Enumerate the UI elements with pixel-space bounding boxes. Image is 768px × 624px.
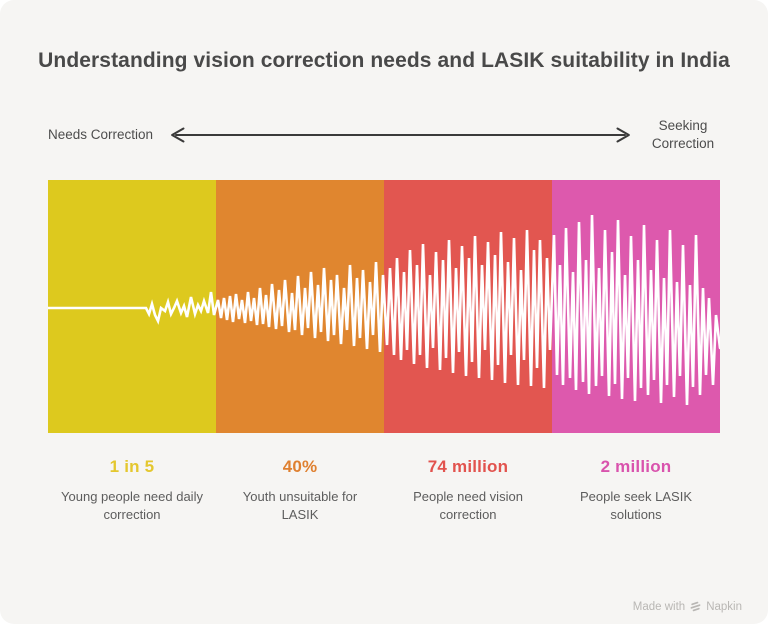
stat-value: 74 million: [427, 457, 509, 476]
napkin-credit[interactable]: Made with Napkin: [633, 600, 742, 613]
stats-row: 1 in 5 Young people need daily correctio…: [48, 457, 720, 524]
double-arrow-icon: [171, 127, 630, 143]
stat-value: 1 in 5: [109, 457, 155, 476]
stat-need-vision-correction: 74 million People need vision correction: [384, 457, 552, 524]
axis-label-seeking-correction: Seeking Correction: [651, 118, 715, 151]
stat-label: People need vision correction: [413, 489, 523, 522]
band-unsuitable-orange: [216, 180, 384, 433]
axis-label-needs-correction: Needs Correction: [48, 127, 154, 142]
band-needs-correction-yellow: [48, 180, 216, 433]
stat-youth-unsuitable: 40% Youth unsuitable for LASIK: [216, 457, 384, 524]
napkin-logo-icon: [690, 601, 701, 612]
stat-label: Young people need daily correction: [61, 489, 203, 522]
spectrum-bands: [48, 180, 720, 433]
stat-value: 2 million: [600, 457, 672, 476]
stat-label: People seek LASIK solutions: [579, 489, 693, 522]
band-seek-lasik-pink: [552, 180, 720, 433]
napkin-brand-text: Napkin: [706, 600, 742, 613]
page-title: Understanding vision correction needs an…: [38, 49, 730, 72]
stat-label: Youth unsuitable for LASIK: [242, 489, 358, 522]
stat-value: 40%: [282, 457, 318, 476]
stat-seek-lasik: 2 million People seek LASIK solutions: [552, 457, 720, 524]
stat-young-people: 1 in 5 Young people need daily correctio…: [48, 457, 216, 524]
band-need-correction-red: [384, 180, 552, 433]
spectrum-axis: Needs Correction Seeking Correction: [48, 113, 720, 157]
made-with-text: Made with: [632, 600, 686, 613]
